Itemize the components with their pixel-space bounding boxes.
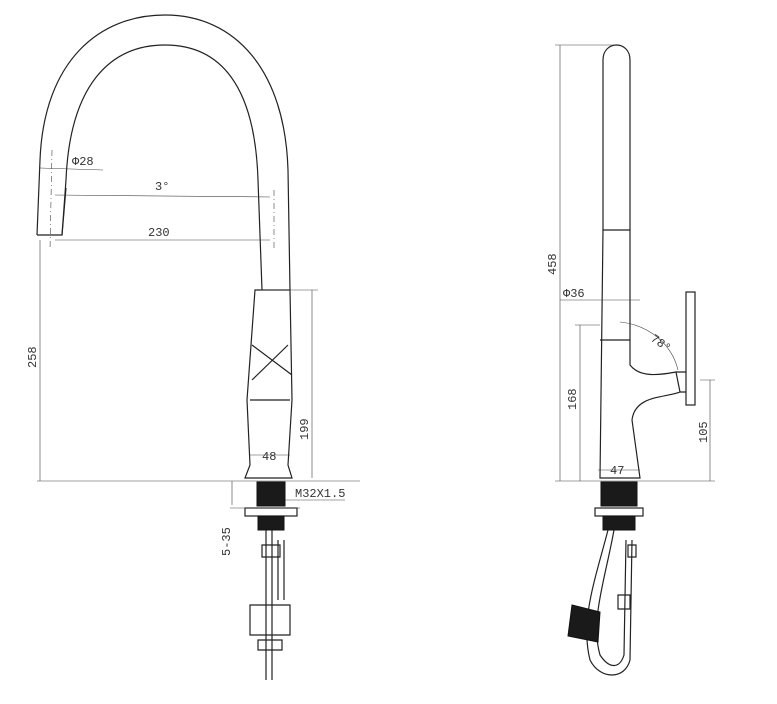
spray-head [37, 187, 67, 236]
front-view: Φ28 3° 230 258 199 48 M32X1.5 5-35 [26, 14, 360, 680]
gooseneck-outer [36, 14, 291, 291]
neck [602, 44, 631, 231]
thread-shank [256, 481, 286, 507]
side-view: 458 Φ36 78° 168 105 47 [546, 44, 715, 676]
side-thread-shank [600, 481, 638, 507]
dim-lines-side [555, 44, 715, 481]
label-reach: 230 [148, 226, 170, 240]
label-base-width: 47 [610, 464, 624, 478]
body [244, 289, 293, 479]
side-mounting-nut [594, 507, 644, 517]
label-spout-height: 258 [26, 346, 40, 368]
mounting-nut [244, 507, 298, 517]
label-deck-thickness: 5-35 [220, 527, 234, 556]
label-neck-diameter: Φ36 [563, 287, 585, 301]
label-body-height: 199 [298, 418, 312, 440]
supply-hoses [249, 530, 291, 680]
mounting-bracket [257, 515, 285, 531]
side-hoses [586, 529, 637, 676]
spray-head-side [567, 604, 601, 643]
side-bracket [602, 515, 636, 531]
label-side-body-height: 168 [566, 388, 580, 410]
lever-plate [685, 291, 696, 406]
lever-arm [676, 371, 686, 393]
label-spout-angle: 3° [155, 180, 169, 194]
label-body-width: 48 [262, 450, 276, 464]
label-spray-diameter: Φ28 [72, 155, 94, 169]
side-body [599, 229, 681, 479]
spout-centerline [49, 149, 275, 251]
label-thread: M32X1.5 [295, 487, 345, 501]
gooseneck-inner [61, 44, 263, 291]
label-lever-height: 105 [697, 421, 711, 443]
dim-lines-front [39, 167, 345, 509]
label-lever-angle: 78° [648, 332, 674, 356]
label-total-height: 458 [546, 253, 560, 275]
